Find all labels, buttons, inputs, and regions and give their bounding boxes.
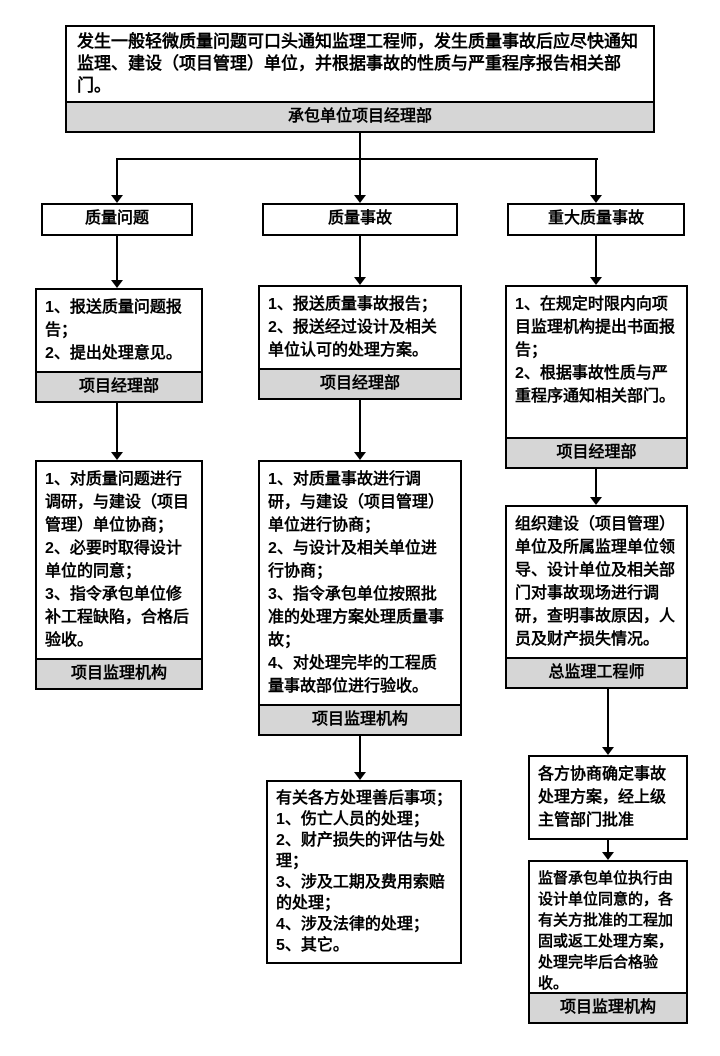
- major-report-label: 项目经理部: [507, 437, 686, 467]
- major-plan-text: 各方协商确定事故处理方案，经上级主管部门批准: [538, 766, 667, 829]
- arrow-down-qp-report: [111, 280, 123, 288]
- arrow-down-major-supervise: [602, 852, 614, 860]
- connector-major-4: [607, 840, 609, 852]
- qp-handling-label: 项目监理机构: [37, 658, 201, 688]
- major-investigation-text: 组织建设（项目管理）单位及所属监理单位领导、设计单位及相关部门对事故现场进行调研…: [515, 516, 676, 648]
- major-supervision-text: 监督承包单位执行由设计单位同意的，各有关方批准的工程加固或返工处理方案，处理完毕…: [538, 870, 674, 992]
- arrow-down-qa-handle: [354, 452, 366, 460]
- branch-header-quality-problem: 质量问题: [41, 203, 193, 236]
- major-investigation-label: 总监理工程师: [507, 657, 686, 687]
- qa-report-label: 项目经理部: [260, 368, 460, 398]
- major-plan-box: 各方协商确定事故处理方案，经上级主管部门批准: [528, 755, 688, 840]
- major-investigation-box: 组织建设（项目管理）单位及所属监理单位领导、设计单位及相关部门对事故现场进行调研…: [505, 505, 688, 689]
- arrow-down-qp-handle: [111, 452, 123, 460]
- arrow-down-middle-header: [354, 195, 366, 203]
- arrow-down-right-header: [590, 195, 602, 203]
- arrow-down-major-report: [590, 277, 602, 285]
- arrow-down-qa-aftermath: [354, 772, 366, 780]
- qa-report-box: 1、报送质量事故报告； 2、报送经过设计及相关单位认可的处理方案。 项目经理部: [258, 285, 462, 400]
- qa-handling-box: 1、对质量事故进行调研，与建设（项目管理）单位进行协商； 2、与设计及相关单位进…: [258, 460, 462, 736]
- connector-qa-3: [359, 736, 361, 772]
- qp-handling-box: 1、对质量问题进行调研，与建设（项目管理）单位协商； 2、必要时取得设计单位的同…: [35, 460, 203, 690]
- connector-top-stem: [359, 133, 361, 158]
- qp-handling-text: 1、对质量问题进行调研，与建设（项目管理）单位协商； 2、必要时取得设计单位的同…: [45, 471, 190, 649]
- qa-handling-label: 项目监理机构: [260, 704, 460, 734]
- connector-left-stem: [116, 158, 118, 195]
- qp-report-box: 1、报送质量问题报告； 2、提出处理意见。 项目经理部: [35, 288, 203, 403]
- top-notice-text: 发生一般轻微质量问题可口头通知监理工程师，发生质量事故后应尽快通知监理、建设（项…: [77, 32, 638, 95]
- major-supervision-box: 监督承包单位执行由设计单位同意的，各有关方批准的工程加固或返工处理方案，处理完毕…: [528, 860, 688, 1024]
- branch-header-major-accident: 重大质量事故: [507, 203, 685, 236]
- connector-major-1: [595, 236, 597, 277]
- qa-report-text: 1、报送质量事故报告； 2、报送经过设计及相关单位认可的处理方案。: [268, 296, 437, 359]
- top-notice-box: 发生一般轻微质量问题可口头通知监理工程师，发生质量事故后应尽快通知监理、建设（项…: [65, 25, 655, 133]
- arrow-down-qa-report: [354, 277, 366, 285]
- qa-aftermath-box: 有关各方处理善后事项； 1、伤亡人员的处理； 2、财产损失的评估与处理； 3、涉…: [266, 780, 462, 964]
- arrow-down-major-investigate: [590, 497, 602, 505]
- connector-qa-2: [359, 400, 361, 452]
- arrow-down-major-plan: [602, 747, 614, 755]
- connector-branch-line: [116, 158, 598, 160]
- branch-header-quality-accident: 质量事故: [262, 203, 458, 236]
- connector-major-3: [607, 689, 609, 747]
- qa-aftermath-text: 有关各方处理善后事项； 1、伤亡人员的处理； 2、财产损失的评估与处理； 3、涉…: [276, 790, 453, 954]
- connector-qp-1: [116, 236, 118, 280]
- connector-qp-2: [116, 403, 118, 452]
- connector-middle-stem: [359, 158, 361, 195]
- connector-qa-1: [359, 236, 361, 277]
- arrow-down-left-header: [111, 195, 123, 203]
- major-report-box: 1、在规定时限内向项目监理机构提出书面报告； 2、根据事故性质与严重程序通知相关…: [505, 285, 688, 469]
- qa-handling-text: 1、对质量事故进行调研，与建设（项目管理）单位进行协商； 2、与设计及相关单位进…: [268, 471, 445, 695]
- major-report-text: 1、在规定时限内向项目监理机构提出书面报告； 2、根据事故性质与严重程序通知相关…: [515, 296, 676, 405]
- qp-report-text: 1、报送质量问题报告； 2、提出处理意见。: [45, 299, 182, 362]
- connector-major-2: [595, 469, 597, 497]
- connector-right-stem: [595, 158, 597, 195]
- major-supervision-label: 项目监理机构: [530, 992, 686, 1022]
- qp-report-label: 项目经理部: [37, 371, 201, 401]
- contractor-pm-dept-label: 承包单位项目经理部: [67, 101, 653, 131]
